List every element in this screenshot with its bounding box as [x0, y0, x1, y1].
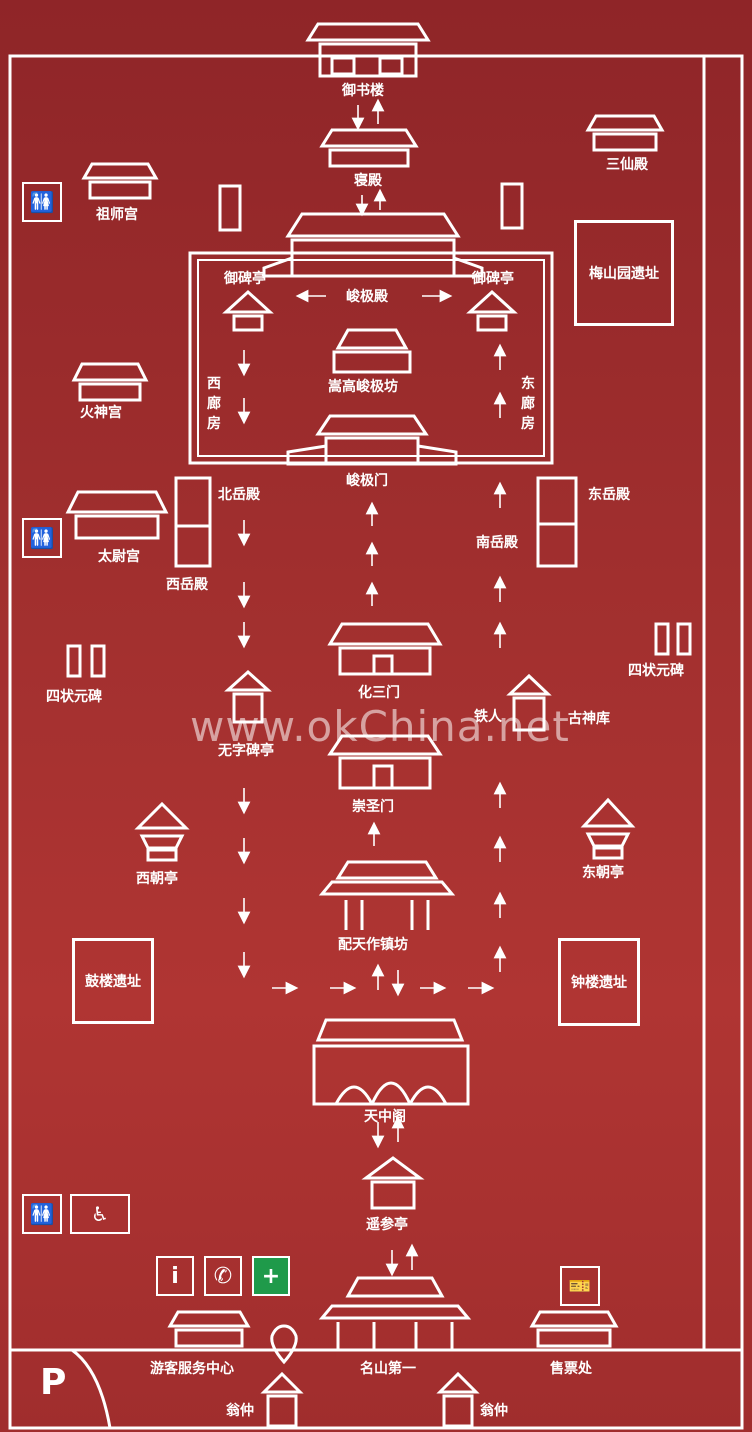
- label-wengzhong-r: 翁仲: [480, 1403, 508, 1419]
- beiyue-hall: [174, 476, 212, 528]
- stele-l2: [90, 644, 106, 678]
- meishanyuan-box: 梅山园遗址: [574, 220, 674, 326]
- wuzibei-shape: [224, 669, 272, 724]
- dongyue-hall: [536, 476, 578, 526]
- huoshen-shape: [71, 362, 149, 402]
- label-huasanmen: 化三门: [358, 685, 400, 701]
- label-yubeiting-l: 御碑亭: [224, 271, 266, 287]
- qindian-shape: [319, 128, 419, 168]
- label-sanxiandian: 三仙殿: [606, 157, 648, 173]
- label-yubeiting-r: 御碑亭: [472, 271, 514, 287]
- nanyue-hall: [536, 522, 578, 568]
- restroom-icon-bottom: 🚻: [22, 1194, 62, 1234]
- label-junjimen: 峻极门: [346, 473, 388, 489]
- label-gushenku: 古神库: [568, 711, 610, 727]
- label-xilangfang: 西廊房: [207, 376, 221, 432]
- restroom-icon-mid: 🚻: [22, 518, 62, 558]
- stele-r1: [654, 622, 670, 656]
- stele-r2: [676, 622, 692, 656]
- label-sizhuangyuan-r: 四状元碑: [628, 663, 684, 679]
- accessible-restroom-icon: ♿: [70, 1194, 130, 1234]
- label-qindian: 寝殿: [354, 173, 382, 189]
- huasanmen-shape: [327, 622, 443, 676]
- stele-l1: [66, 644, 82, 678]
- label-taiweigong: 太尉宫: [98, 549, 140, 565]
- phone-icon: ✆: [204, 1256, 242, 1296]
- youke-shape: [167, 1310, 251, 1348]
- label-wuzibeiting: 无字碑亭: [218, 743, 274, 759]
- zhonglou-box: 钟楼遗址: [558, 938, 640, 1026]
- buildings-graphics: [65, 22, 692, 1428]
- xiyue-hall: [174, 524, 212, 568]
- parking-curve: [71, 1348, 112, 1429]
- label-sizhuangyuan-l: 四状元碑: [46, 689, 102, 705]
- yushulou-shape: [305, 22, 431, 78]
- label-tieren: 铁人: [474, 709, 502, 725]
- outer-wall: [8, 54, 744, 1430]
- label-zushigong: 祖师宫: [96, 207, 138, 223]
- tieren-shape: [506, 673, 552, 732]
- wengzhong-r-shape: [436, 1371, 480, 1428]
- tianzhongge-shape: [312, 1018, 470, 1106]
- firstaid-icon: +: [252, 1256, 290, 1296]
- label-donglangfang: 东廊房: [521, 376, 535, 432]
- sanxian-shape: [585, 114, 665, 152]
- restroom-icon-top: 🚻: [22, 182, 62, 222]
- label-dongyuedian: 东岳殿: [588, 487, 630, 503]
- junjidian-shape: [285, 212, 461, 278]
- label-mingshan: 名山第一: [360, 1361, 416, 1377]
- xichao-shape: [134, 801, 190, 862]
- parking-label: P: [40, 1362, 67, 1403]
- peitian-shape: [318, 860, 456, 896]
- route-arrows: [237, 98, 507, 1277]
- wengzhong-l-shape: [260, 1371, 304, 1428]
- label-peitian: 配天作镇坊: [338, 937, 408, 953]
- label-xichaoting: 西朝亭: [136, 871, 178, 887]
- label-yaocanting: 遥参亭: [366, 1217, 408, 1233]
- stele-top-l: [218, 184, 242, 232]
- label-junjidian: 峻极殿: [346, 289, 388, 305]
- ticket-icon: 🎫: [560, 1266, 600, 1306]
- shoupiao-shape: [529, 1310, 619, 1348]
- taiwei-shape: [65, 490, 169, 540]
- zushi-shape: [81, 162, 159, 200]
- label-beiyuedian: 北岳殿: [218, 487, 260, 503]
- location-pin-shape: [270, 1324, 298, 1365]
- watermark: www.okChina.net: [190, 702, 570, 751]
- songgao-shape: [332, 328, 412, 374]
- label-yushulou: 御书楼: [342, 83, 384, 99]
- label-tianzhongge: 天中阁: [364, 1109, 406, 1125]
- label-xiyuedian: 西岳殿: [166, 577, 208, 593]
- yubeiting-r-shape: [466, 289, 518, 332]
- label-wengzhong-l: 翁仲: [226, 1403, 254, 1419]
- label-huoshengong: 火神宫: [80, 405, 122, 421]
- label-songgao-fang: 嵩高峻极坊: [328, 379, 398, 395]
- label-chongshengmen: 崇圣门: [352, 799, 394, 815]
- gulou-box: 鼓楼遗址: [72, 938, 154, 1024]
- dongchao-shape: [580, 797, 636, 860]
- label-youke-center: 游客服务中心: [150, 1361, 234, 1377]
- stele-top-r: [500, 182, 524, 230]
- yaocanting-shape: [361, 1156, 425, 1210]
- mingshan-shape: [318, 1276, 472, 1320]
- label-dongchaoting: 东朝亭: [582, 865, 624, 881]
- inner-courtyard-inner: [197, 259, 545, 457]
- chongshengmen-shape: [327, 734, 443, 790]
- label-shoupiaochu: 售票处: [550, 1361, 592, 1377]
- yubeiting-l-shape: [222, 289, 274, 332]
- label-nanyuedian: 南岳殿: [476, 535, 518, 551]
- info-icon: i: [156, 1256, 194, 1296]
